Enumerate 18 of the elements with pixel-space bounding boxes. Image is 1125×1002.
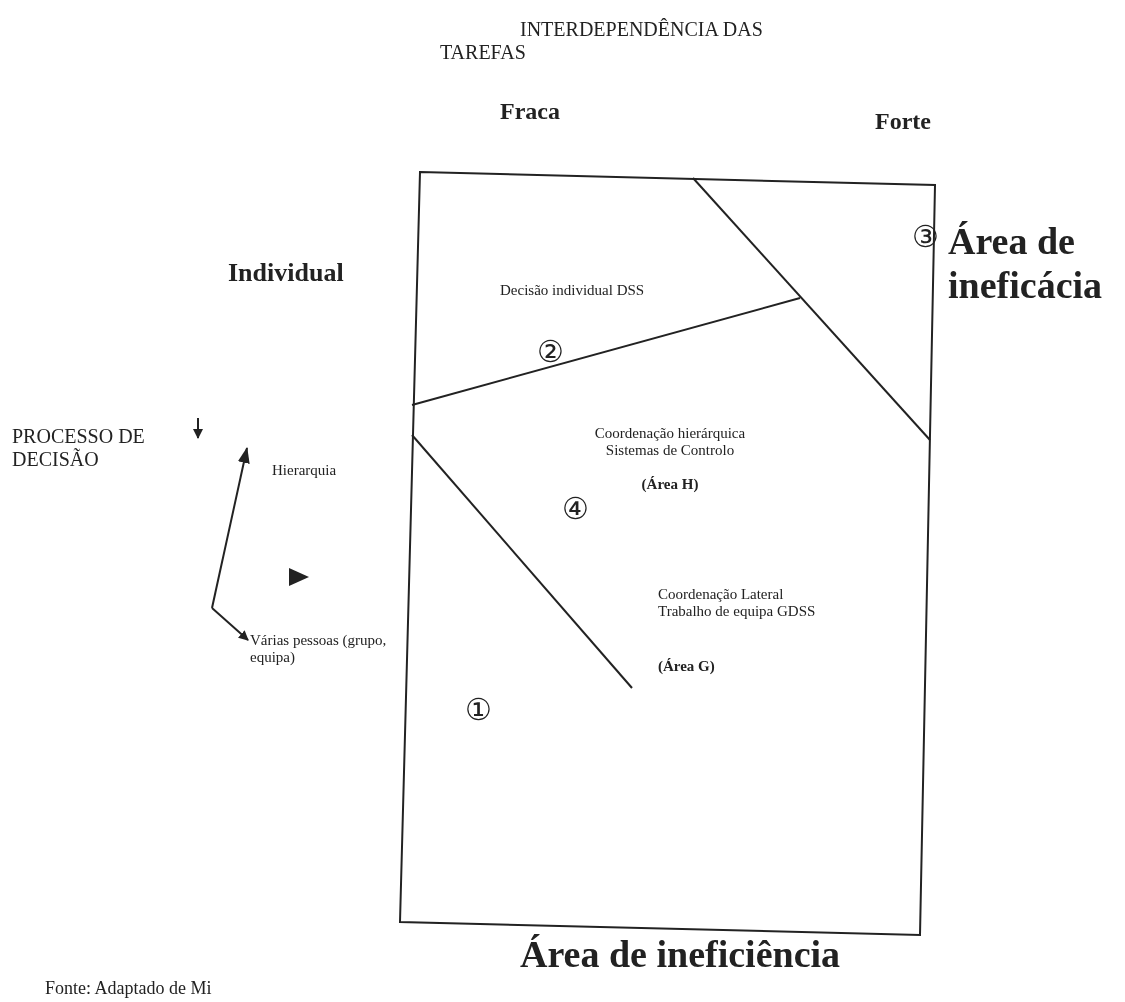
axis-label: Hierarquia — [272, 462, 337, 480]
axis-label: Fraca — [500, 98, 560, 126]
area-number: ④ — [562, 492, 589, 527]
region-text: (Área H) — [640, 476, 700, 494]
axis-label: Forte — [875, 108, 931, 136]
region-text: Decisão individual DSS — [500, 282, 646, 300]
axis-title: PROCESSO DE DECISÃO — [12, 425, 146, 471]
region-text: Coordenação hierárquica Sistemas de Controlo — [593, 425, 747, 460]
axis-label: Várias pessoas (grupo, equipa) — [250, 632, 388, 667]
area-label: Área de ineficiência — [520, 933, 841, 977]
area-number: ② — [537, 335, 564, 370]
area-number: ① — [465, 693, 492, 728]
area-label: Área de ineficácia — [948, 220, 1104, 308]
caption: Fonte: Adaptado de Mi — [45, 978, 212, 999]
axis-label: Individual — [228, 258, 344, 288]
region-text: (Área G) — [658, 658, 716, 676]
region-text: Coordenação Lateral Trabalho de equipa GDSS — [658, 586, 817, 621]
axis-title: INTERDEPENDÊNCIA DAS TAREFAS — [440, 18, 764, 64]
